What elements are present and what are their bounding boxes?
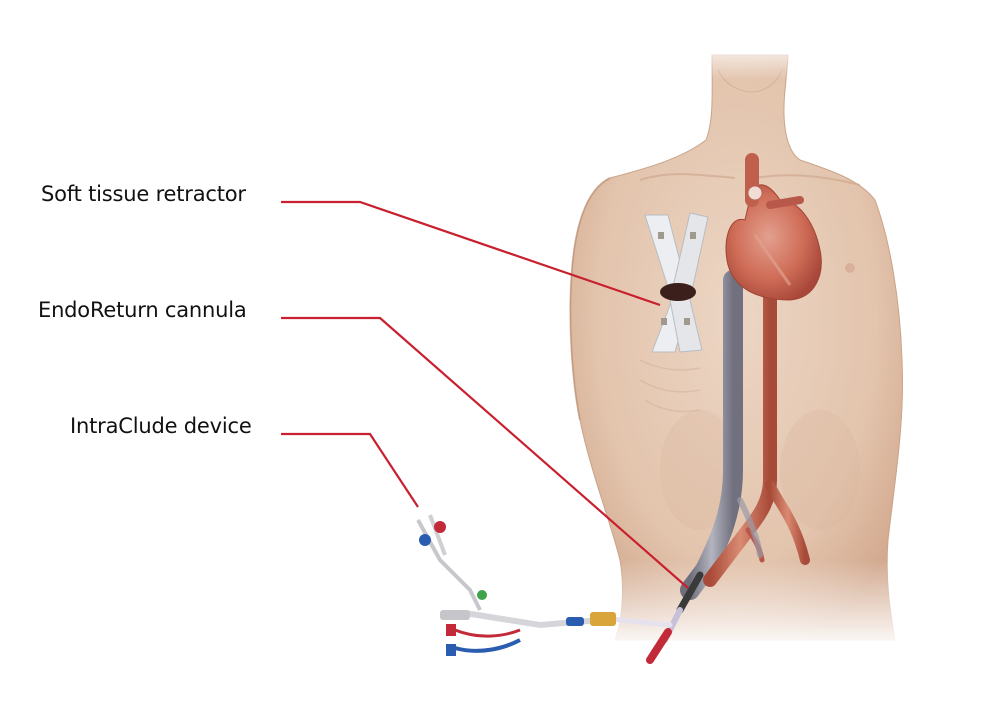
label-soft-tissue-retractor: Soft tissue retractor [41,182,246,206]
soft-tissue-retractor [644,212,709,353]
intraclude-device [416,514,616,656]
aorta [703,243,810,587]
callout-line-cannula [281,316,689,589]
callout-lines [281,200,689,589]
vena-cava [680,270,743,600]
label-endoreturn-cannula: EndoReturn cannula [38,298,247,322]
label-intraclude-device: IntraClude device [70,414,252,438]
callout-line-intraclude [281,432,419,508]
heart [725,153,822,301]
callout-line-retractor [281,200,661,307]
